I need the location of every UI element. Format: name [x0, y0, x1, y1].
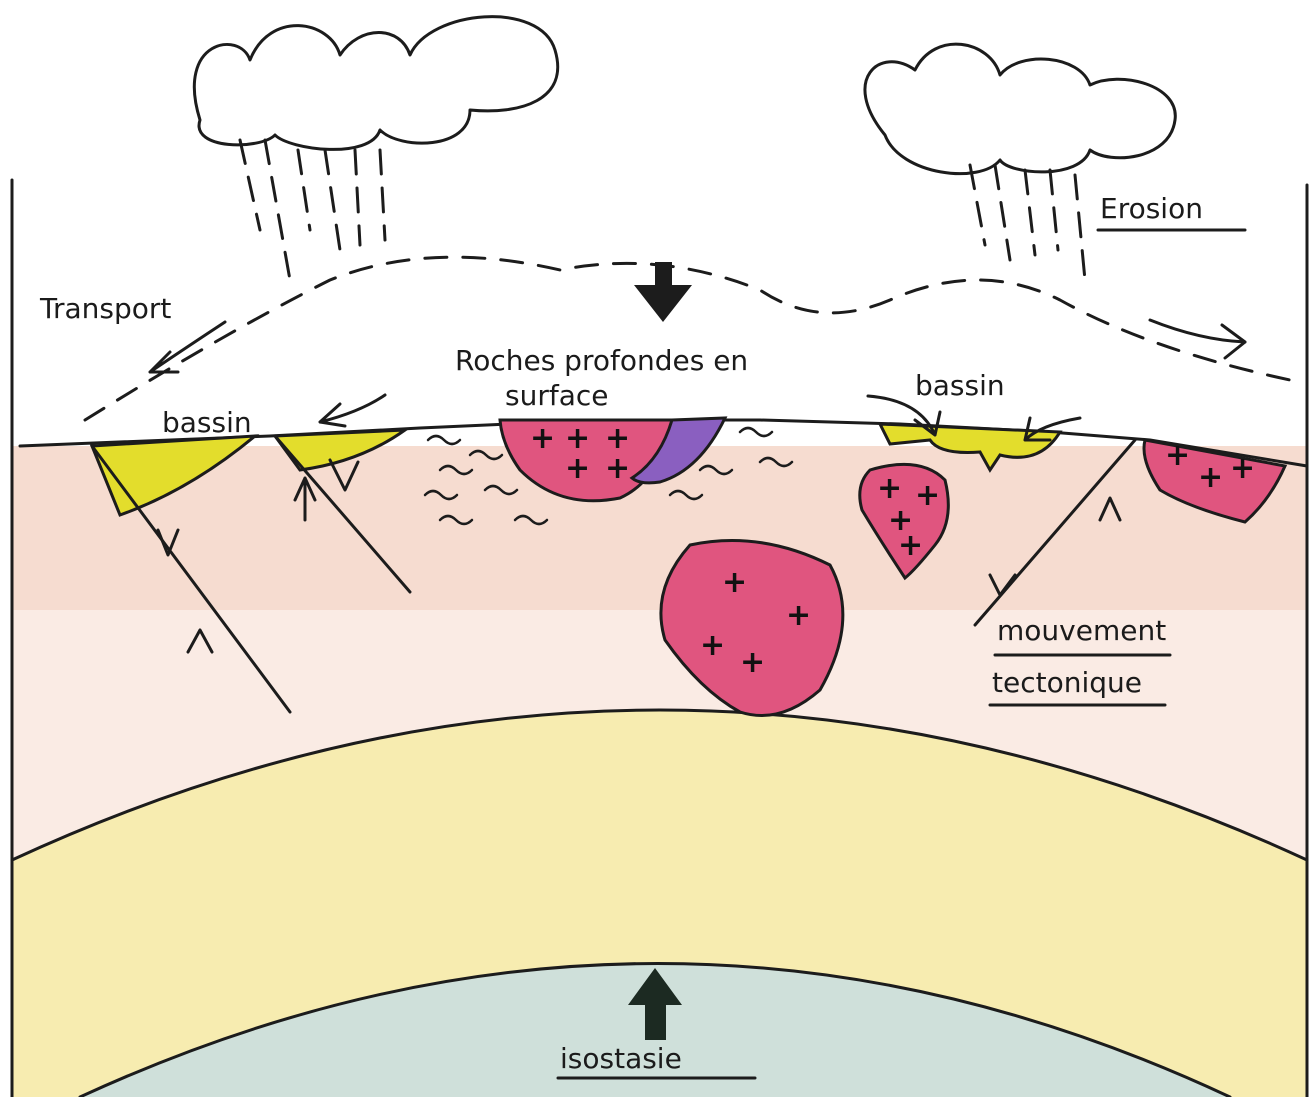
svg-text:+: +	[915, 478, 940, 513]
rain-left	[240, 140, 385, 280]
label-isostasie: isostasie	[560, 1042, 682, 1075]
svg-text:+: +	[877, 471, 902, 506]
svg-text:+: +	[1230, 451, 1255, 486]
svg-text:+: +	[740, 645, 765, 680]
svg-text:+: +	[722, 565, 747, 600]
label-transport: Transport	[39, 292, 171, 325]
label-tectonique: tectonique	[992, 666, 1142, 699]
svg-text:+: +	[530, 421, 555, 456]
svg-text:+: +	[1198, 460, 1223, 495]
label-bassin-left: bassin	[162, 406, 252, 439]
former-relief-dashed	[85, 257, 1290, 420]
label-roches-line2: surface	[505, 379, 608, 412]
cloud-left	[194, 17, 557, 150]
rain-right	[970, 165, 1085, 280]
svg-text:+: +	[700, 628, 725, 663]
label-erosion: Erosion	[1100, 192, 1203, 225]
label-mouvement: mouvement	[997, 614, 1166, 647]
transport-arrow-basin	[320, 395, 385, 426]
svg-text:+: +	[898, 528, 923, 563]
cloud-right	[865, 44, 1175, 174]
svg-text:+: +	[786, 598, 811, 633]
svg-text:+: +	[605, 451, 630, 486]
erosion-down-arrow	[634, 262, 692, 322]
transport-arrow-left	[150, 322, 225, 372]
label-bassin-right: bassin	[915, 369, 1005, 402]
svg-text:+: +	[1165, 438, 1190, 473]
transport-arrow-right	[1150, 320, 1245, 358]
svg-text:+: +	[565, 451, 590, 486]
label-roches-line1: Roches profondes en	[455, 344, 748, 377]
